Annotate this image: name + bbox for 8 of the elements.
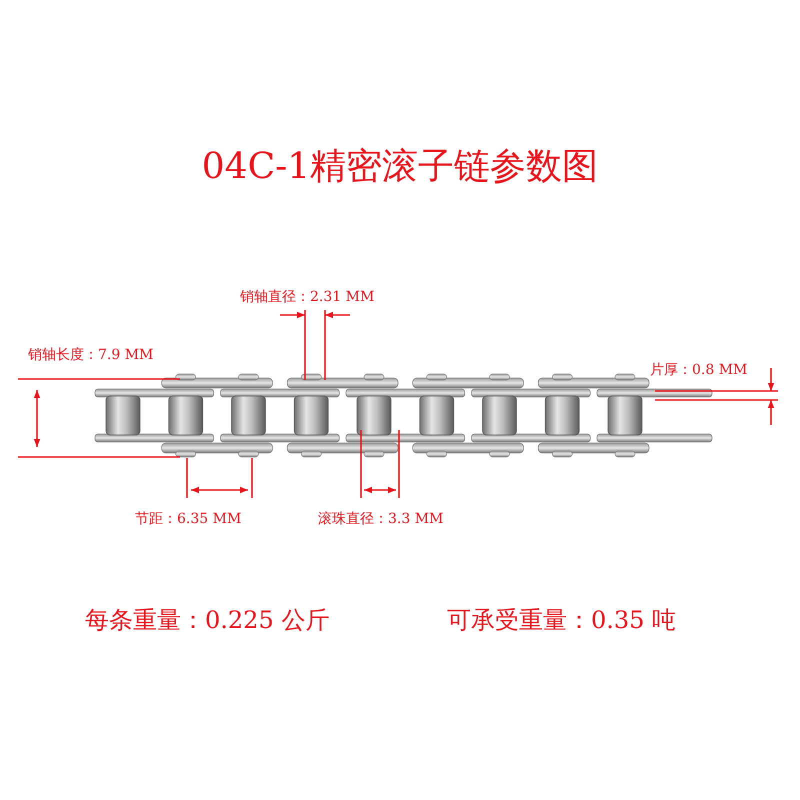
dimension-label: 销轴长度：7.9 MM [28,347,154,364]
spec-text: 每条重量：0.225 公斤 [85,607,330,635]
dimension-label: 片厚：0.8 MM [650,362,748,378]
dimension-label: 销轴直径：2.31 MM [240,289,374,306]
spec-text: 可承受重量：0.35 吨 [447,607,676,635]
dimension-label: 滚珠直径：3.3 MM [318,511,444,528]
dimension-label: 节距：6.35 MM [135,511,242,528]
title: 04C-1精密滚子链参数图 [200,146,600,188]
